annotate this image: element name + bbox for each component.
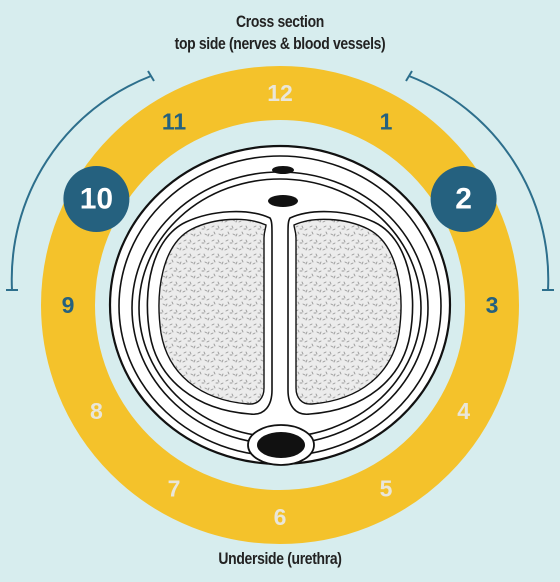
clock-position-10: 10 — [80, 183, 113, 216]
dorsal-artery — [268, 195, 298, 207]
clock-position-11: 11 — [162, 108, 187, 134]
urethra — [257, 432, 305, 458]
clock-position-4: 4 — [457, 398, 470, 424]
clock-position-2: 2 — [455, 183, 472, 216]
clock-position-12: 12 — [267, 80, 293, 106]
clock-position-8: 8 — [90, 398, 103, 424]
clock-position-7: 7 — [168, 476, 181, 502]
dorsal-vein — [272, 166, 294, 174]
clock-position-1: 1 — [380, 108, 393, 134]
underside-label: Underside (urethra) — [50, 549, 509, 569]
clock-position-3: 3 — [486, 292, 499, 318]
clock-position-5: 5 — [380, 476, 393, 502]
clock-position-6: 6 — [274, 504, 287, 530]
clock-position-9: 9 — [62, 292, 75, 318]
